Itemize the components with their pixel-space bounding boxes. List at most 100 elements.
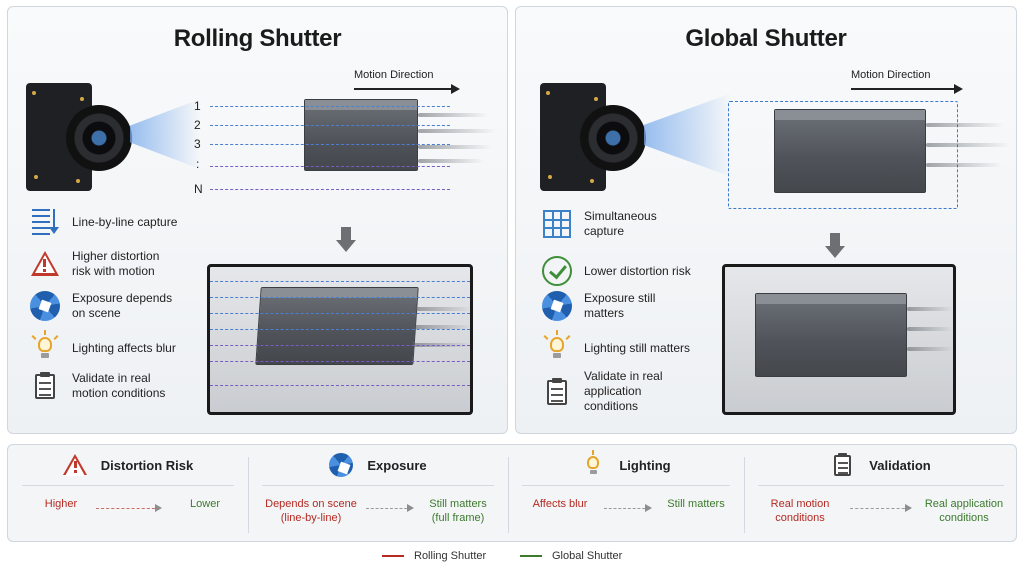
scan-line — [210, 125, 450, 126]
clipboard-checklist-icon — [831, 453, 855, 477]
camera-lens — [66, 105, 132, 171]
global-exposure-frame — [728, 101, 958, 209]
rolling-shutter-title: Rolling Shutter — [173, 25, 342, 52]
legend-swatch — [382, 555, 404, 557]
warning-icon — [30, 249, 60, 279]
motion-arrow-icon — [851, 84, 963, 94]
legend-label: Global Shutter — [552, 550, 623, 562]
global-moving-box — [774, 109, 926, 193]
scan-line — [210, 297, 470, 298]
scan-line — [210, 345, 470, 346]
feature-text: Higher distortion risk with motion — [72, 249, 160, 278]
feature-text: Simultaneous capture — [584, 209, 657, 238]
motion-streak — [926, 143, 1010, 147]
comparison-validation: Validation Real motion conditions Real a… — [744, 445, 1018, 543]
global-camera-image — [540, 83, 658, 201]
rolling-feature-validate: Validate in real motion conditions — [30, 371, 165, 401]
rolling-value: Higher — [44, 498, 78, 510]
rolling-shutter-panel: Rolling Shutter Motion Direction 1 2 3 :… — [7, 6, 508, 434]
global-feature-simultaneous: Simultaneous capture — [542, 209, 657, 239]
rolling-value: Affects blur — [532, 498, 588, 510]
global-sharp-box — [755, 293, 907, 377]
camera-lens — [580, 105, 646, 171]
global-feature-distortion: Lower distortion risk — [542, 256, 691, 286]
scan-line-label-ellipsis: : — [196, 157, 200, 171]
scan-line — [210, 144, 450, 145]
scan-line — [210, 329, 470, 330]
feature-text: Lower distortion risk — [584, 263, 691, 278]
warning-icon — [62, 453, 87, 477]
motion-streak — [418, 113, 488, 117]
global-value: Still matters — [667, 498, 725, 510]
comparison-strip: Distortion Risk Higher Lower Exposure De… — [7, 444, 1017, 542]
scan-line — [210, 313, 470, 314]
aperture-icon — [30, 291, 60, 321]
aperture-icon — [329, 453, 354, 477]
comparison-distortion-risk: Distortion Risk Higher Lower — [8, 445, 248, 543]
global-shutter-title: Global Shutter — [685, 25, 847, 52]
comparison-arrow — [604, 504, 652, 512]
feature-text: Line-by-line capture — [72, 214, 178, 229]
rolling-capture-frame — [207, 264, 473, 415]
motion-streak — [418, 159, 484, 163]
comparison-label: Validation — [869, 457, 931, 473]
comparison-arrow — [96, 504, 162, 512]
scan-line-label-n: N — [194, 182, 203, 196]
global-motion-label: Motion Direction — [851, 69, 931, 81]
scan-line-label-3: 3 — [194, 137, 201, 151]
global-motion-direction: Motion Direction — [851, 69, 966, 94]
clipboard-checklist-icon — [30, 371, 60, 401]
rolling-feature-distortion: Higher distortion risk with motion — [30, 249, 159, 279]
legend-rolling-shutter: Rolling Shutter — [382, 550, 486, 562]
down-arrow-icon — [825, 233, 845, 259]
scan-line — [210, 281, 470, 282]
comparison-arrow — [850, 504, 912, 512]
global-value: Lower — [190, 498, 220, 510]
legend-swatch — [520, 555, 542, 557]
rolling-value: Real motion conditions — [770, 498, 830, 524]
lightbulb-icon — [30, 330, 60, 363]
down-arrow-icon — [336, 227, 356, 253]
comparison-arrow — [366, 504, 414, 512]
rolling-feature-exposure: Exposure depends on scene — [30, 291, 172, 321]
comparison-header: Distortion Risk — [8, 453, 248, 477]
comparison-label: Distortion Risk — [100, 457, 194, 473]
global-shutter-panel: Global Shutter Motion Direction Simultan… — [515, 6, 1017, 434]
feature-text: Exposure depends on scene — [72, 291, 173, 320]
lightbulb-icon — [581, 450, 605, 477]
legend-global-shutter: Global Shutter — [520, 550, 622, 562]
scan-line — [210, 189, 450, 190]
scan-line — [210, 166, 450, 167]
comparison-header: Lighting — [508, 450, 744, 477]
rolling-value: Depends on scene (line-by-line) — [265, 498, 357, 524]
rolling-feature-line-by-line: Line-by-line capture — [30, 207, 177, 237]
global-feature-exposure: Exposure still matters — [542, 291, 655, 321]
motion-streak — [926, 123, 1004, 127]
check-circle-icon — [542, 256, 572, 286]
grid-icon — [542, 209, 572, 239]
motion-streak — [907, 327, 953, 331]
comparison-label: Exposure — [367, 457, 427, 473]
motion-streak — [418, 129, 496, 133]
comparison-header: Exposure — [248, 453, 508, 477]
rolling-motion-label: Motion Direction — [354, 69, 434, 81]
feature-text: Lighting still matters — [584, 340, 691, 355]
lightbulb-icon — [542, 330, 572, 363]
motion-streak — [907, 307, 953, 311]
scan-line — [210, 106, 450, 107]
global-value: Still matters (full frame) — [429, 498, 487, 524]
feature-text: Exposure still matters — [584, 291, 656, 320]
scan-line — [210, 385, 470, 386]
rolling-motion-direction: Motion Direction — [354, 69, 464, 94]
global-feature-lighting: Lighting still matters — [542, 330, 691, 363]
rolling-distorted-box — [255, 287, 419, 365]
line-by-line-icon — [30, 207, 60, 237]
motion-arrow-icon — [354, 84, 460, 94]
scan-line-label-1: 1 — [194, 99, 201, 113]
feature-text: Validate in real application conditions — [584, 369, 663, 413]
rolling-moving-box — [304, 99, 418, 171]
comparison-header: Validation — [744, 453, 1018, 477]
feature-text: Validate in real motion conditions — [72, 371, 166, 400]
motion-streak — [414, 325, 470, 329]
aperture-icon — [542, 291, 572, 321]
